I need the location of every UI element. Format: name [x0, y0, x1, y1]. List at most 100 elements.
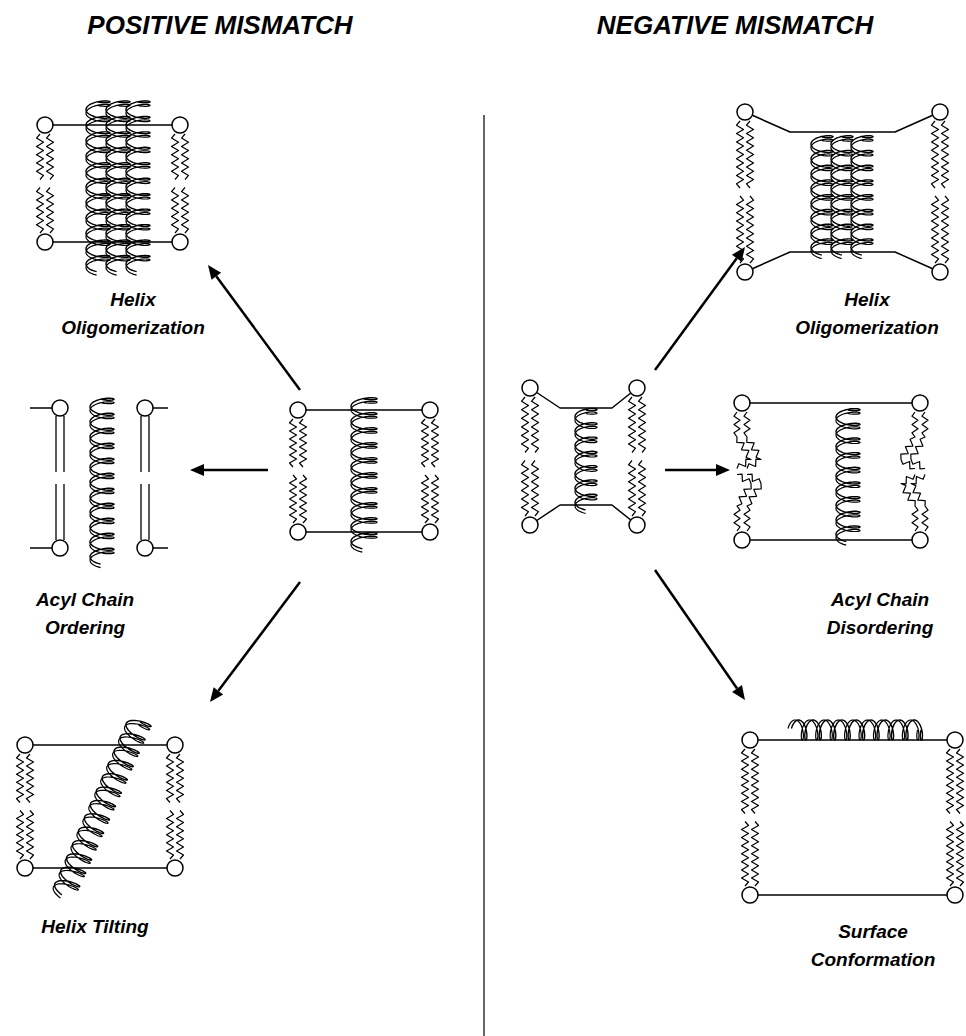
membrane-surface [750, 894, 955, 896]
alpha-helix [811, 136, 833, 259]
alpha-helix [575, 409, 597, 514]
acyl-chain [901, 475, 918, 532]
alpha-helix [351, 398, 377, 552]
arrow-line [665, 469, 716, 472]
helix-ribbon [831, 136, 853, 255]
lipid-head [290, 402, 306, 418]
acyl-chain [947, 822, 954, 887]
helix-ribbon [126, 101, 150, 272]
lipid-head [37, 117, 53, 133]
alpha-helix [851, 136, 873, 259]
acyl-chain [911, 412, 928, 469]
acyl-chain [27, 754, 34, 803]
lipid-head [17, 737, 33, 753]
helix-ribbon [351, 398, 377, 549]
outcome-caption: Acyl Chain Disordering [813, 586, 948, 642]
acyl-chain [177, 754, 184, 803]
membrane-surface [750, 739, 955, 741]
lipid-head [629, 517, 645, 533]
helix-ribbon [50, 719, 150, 903]
acyl-chain [932, 121, 939, 188]
lipid-head [290, 524, 306, 540]
acyl-chain [47, 134, 54, 180]
helix-ribbon [851, 136, 873, 255]
arrow-head [210, 687, 223, 702]
ordered-chain [140, 484, 141, 540]
membrane-surface [530, 388, 637, 408]
lipid-head [737, 264, 753, 280]
acyl-chain [27, 811, 34, 860]
lipid-head [172, 234, 188, 250]
lipid-head [932, 264, 948, 280]
acyl-chain [522, 461, 529, 517]
helix-ribbon [575, 409, 597, 510]
acyl-chain [734, 412, 751, 469]
ordered-chain [148, 416, 149, 472]
acyl-chain [532, 461, 539, 517]
ordered-chain [148, 484, 149, 540]
lipid-head [37, 234, 53, 250]
helix-ribbon [811, 136, 833, 255]
membrane-surface [25, 867, 175, 869]
lipid-head [734, 532, 750, 548]
ordered-chain [55, 484, 56, 540]
acyl-chain [422, 475, 429, 523]
lipid-head [167, 737, 183, 753]
lipid-head [522, 517, 538, 533]
helix-ribbon [836, 412, 860, 545]
membrane-surface [742, 402, 920, 404]
acyl-chain [947, 749, 954, 814]
acyl-chain [747, 121, 754, 188]
acyl-chain [742, 822, 749, 887]
lipid-head [522, 380, 538, 396]
lipid-head [137, 540, 153, 556]
acyl-chain [47, 188, 54, 234]
helix-ribbon [52, 716, 152, 900]
lipid-head [172, 117, 188, 133]
helix-ribbon [90, 398, 114, 564]
acyl-chain [629, 461, 636, 517]
acyl-chain [942, 121, 949, 188]
lipid-head [422, 524, 438, 540]
arrow-head [190, 464, 204, 476]
divider-line [483, 115, 484, 1036]
lipid-head [742, 887, 758, 903]
acyl-chain [734, 474, 751, 531]
lipid-head [52, 540, 68, 556]
alpha-helix [836, 409, 860, 545]
acyl-chain [17, 754, 24, 803]
acyl-chain [290, 419, 297, 467]
acyl-chain [300, 475, 307, 523]
acyl-chain [957, 822, 964, 887]
column-heading: NEGATIVE MISMATCH [597, 10, 873, 40]
acyl-chain [901, 412, 918, 469]
acyl-chain [37, 134, 44, 180]
acyl-chain [177, 811, 184, 860]
membrane-surface [25, 744, 175, 746]
acyl-chain [932, 196, 939, 263]
alpha-helix [831, 136, 853, 259]
acyl-chain [422, 419, 429, 467]
acyl-chain [629, 397, 636, 453]
helix-ribbon [791, 720, 922, 740]
arrow-head [716, 464, 730, 476]
lipid-head [734, 395, 750, 411]
outcome-caption: Helix Tilting [41, 913, 148, 941]
acyl-chain [522, 397, 529, 453]
acyl-chain [639, 461, 646, 517]
acyl-chain [300, 419, 307, 467]
alpha-helix [50, 716, 151, 904]
membrane-surface [745, 112, 940, 132]
membrane-surface [742, 539, 920, 541]
lipid-head [167, 860, 183, 876]
lipid-head [932, 104, 948, 120]
outcome-caption: Helix Oligomerization [61, 286, 205, 342]
acyl-chain [747, 196, 754, 263]
acyl-chain [744, 474, 761, 531]
membrane-surface [298, 531, 430, 533]
lipid-head [912, 395, 928, 411]
lipid-head [912, 532, 928, 548]
membrane-surface [45, 124, 180, 126]
lipid-head [17, 860, 33, 876]
acyl-chain [737, 121, 744, 188]
